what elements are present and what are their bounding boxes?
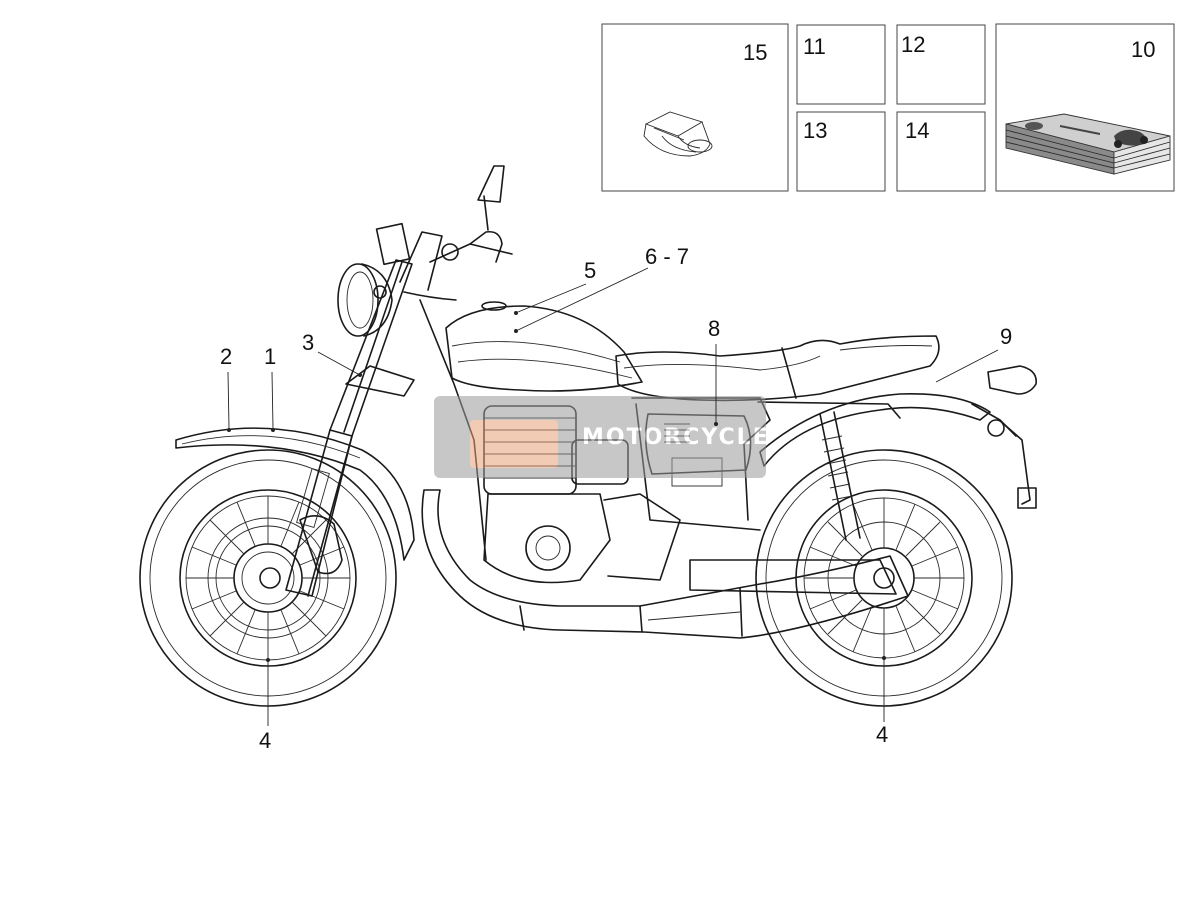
parts-box-11[interactable]: 11 — [796, 24, 886, 105]
callout-4-front[interactable]: 4 — [259, 728, 271, 753]
motorcycle-illustration — [139, 165, 1037, 707]
parts-box-15-label: 15 — [743, 40, 767, 65]
front-wheel — [139, 449, 397, 707]
watermark-text: MOTORCYCLE — [582, 425, 770, 450]
swingarm — [689, 411, 897, 595]
leader-lines — [227, 267, 999, 726]
parts-box-13[interactable]: 13 — [796, 111, 886, 192]
parts-box-13-label: 13 — [803, 118, 827, 143]
front-fender — [175, 427, 415, 561]
watermark: MOTORCYCLE — [434, 396, 770, 478]
parts-box-14-label: 14 — [905, 118, 929, 143]
parts-box-10-label: 10 — [1131, 37, 1155, 62]
headlight — [337, 263, 393, 337]
parts-box-15[interactable]: 15 — [601, 23, 789, 192]
handlebar-and-mirror — [375, 165, 513, 301]
callout-5[interactable]: 5 — [584, 258, 596, 283]
callout-1[interactable]: 1 — [264, 344, 276, 369]
callout-2[interactable]: 2 — [220, 344, 232, 369]
exhaust — [421, 489, 909, 639]
front-fork — [285, 259, 415, 597]
parts-box-12[interactable]: 12 — [896, 24, 986, 105]
decal-pouch-icon — [643, 111, 713, 157]
fuel-tank — [445, 301, 643, 392]
callout-9[interactable]: 9 — [1000, 324, 1012, 349]
callout-8[interactable]: 8 — [708, 316, 720, 341]
parts-box-12-label: 12 — [901, 32, 925, 57]
tail-light — [987, 365, 1037, 437]
parts-box-14[interactable]: 14 — [896, 111, 986, 192]
rear-fender — [759, 393, 1037, 509]
parts-box-10[interactable]: 10 — [995, 23, 1175, 192]
seat — [615, 335, 940, 402]
callout-4-rear[interactable]: 4 — [876, 722, 888, 747]
callout-3[interactable]: 3 — [302, 330, 314, 355]
callout-6-7[interactable]: 6 - 7 — [645, 244, 689, 269]
owners-manual-icon — [1005, 113, 1171, 175]
parts-box-11-label: 11 — [803, 34, 826, 59]
